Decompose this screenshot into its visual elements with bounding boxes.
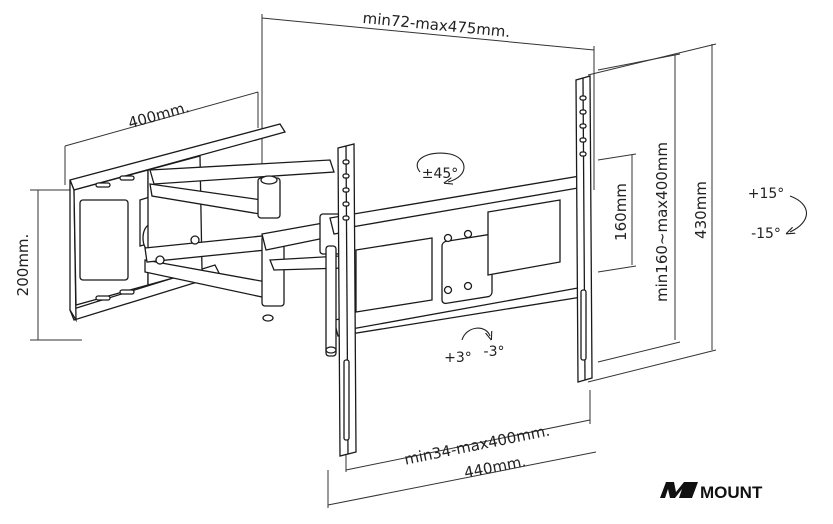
level-plus-label: +3° <box>444 350 472 366</box>
wall-plate-height-label: 200mm. <box>14 234 32 297</box>
brand-m-icon <box>660 482 698 498</box>
swivel-label: ±45° <box>422 166 459 182</box>
top-width-label: min72-max475mm. <box>362 9 511 41</box>
tv-bracket <box>325 75 593 457</box>
tv-bracket-height-label: 430mm <box>692 181 710 239</box>
dimension-lines <box>30 14 717 508</box>
rotation-arrows <box>416 152 807 340</box>
tv-bracket-width-label: 440mm. <box>463 452 528 482</box>
tv-bracket-inner-label: 160mm <box>612 183 630 241</box>
wall-plate-width-label: 400mm. <box>126 98 191 132</box>
brand-name: MOUNT <box>700 483 763 502</box>
tv-vesa-vertical-label: min160~max400mm <box>653 142 671 302</box>
tilt-up-label: +15° <box>748 186 785 202</box>
brand-logo: MOUNT <box>660 482 763 502</box>
level-minus-label: -3° <box>484 344 505 360</box>
articulating-arms <box>144 159 345 322</box>
tilt-down-label: -15° <box>751 226 781 242</box>
